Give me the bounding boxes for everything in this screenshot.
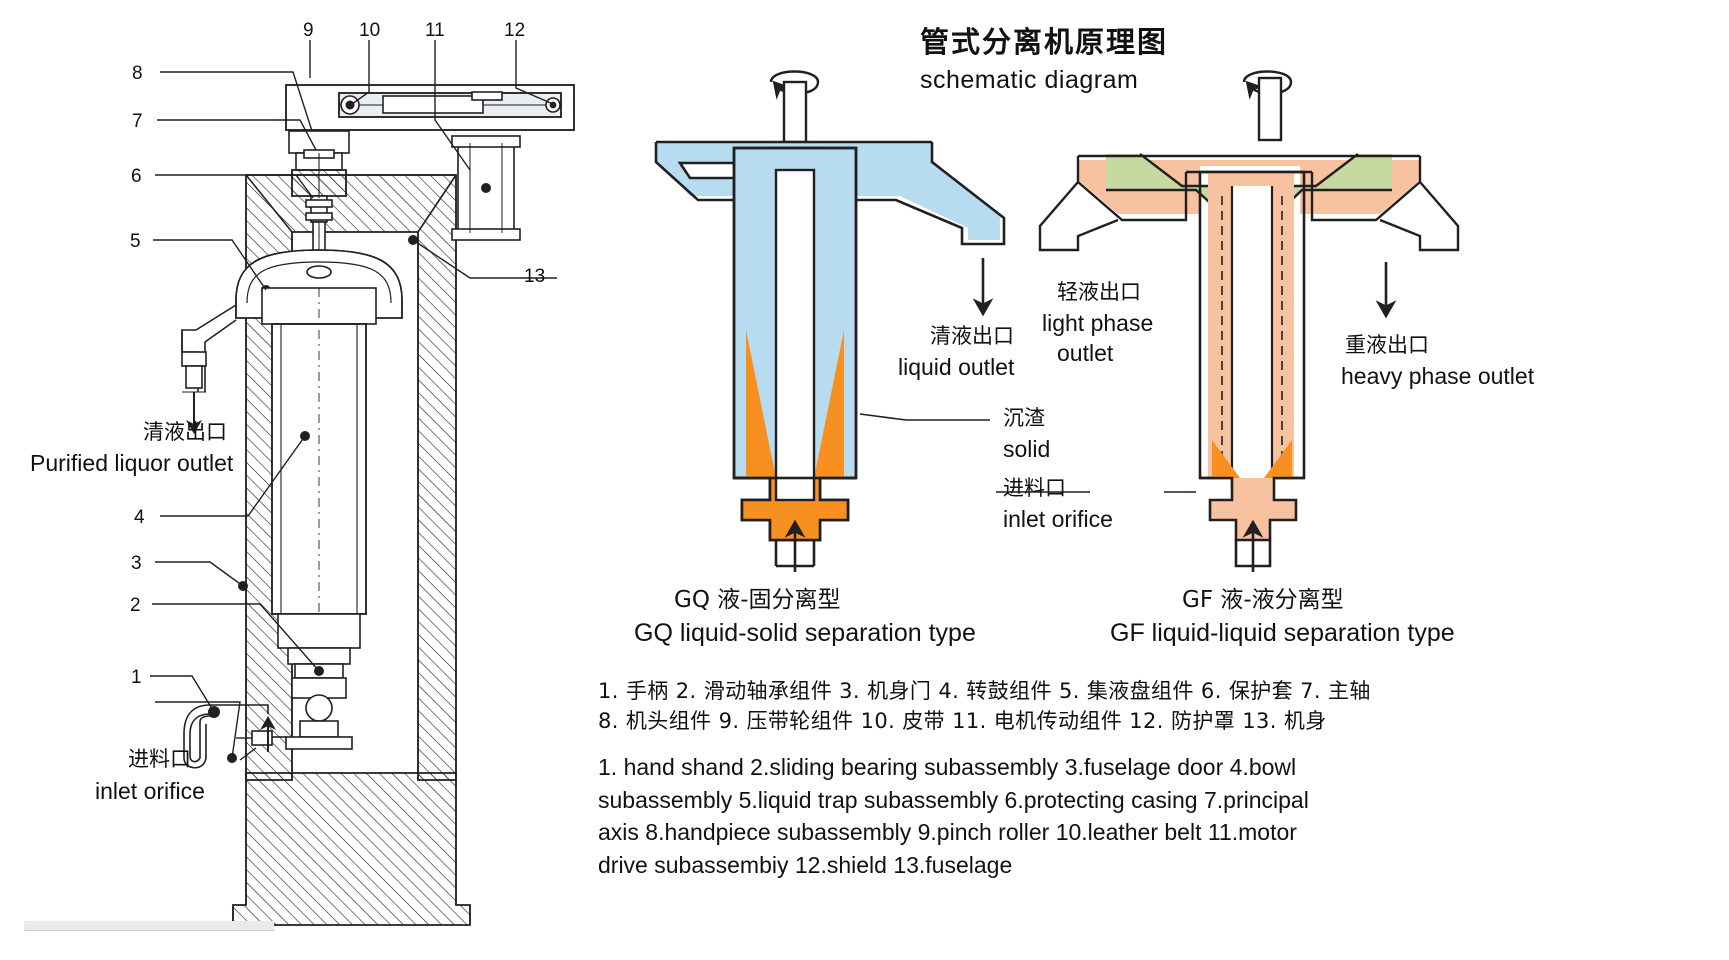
solid-label-zh: 沉渣	[1003, 406, 1045, 430]
legend-en-line-1: 1. hand shand 2.sliding bearing subassem…	[598, 753, 1297, 780]
callout-number-4: 4	[134, 507, 145, 528]
gf-light-phase-label-zh: 轻液出口	[1057, 280, 1141, 304]
callout-number-5: 5	[130, 231, 141, 252]
callout-number-3: 3	[131, 553, 142, 574]
gf-caption-zh: GF 液-液分离型	[1182, 587, 1344, 613]
gf-schematic	[1038, 70, 1460, 572]
parts-legend: 1. 手柄 2. 滑动轴承组件 3. 机身门 4. 转鼓组件 5. 集液盘组件 …	[598, 676, 1698, 882]
left-purified-outlet-label-en: Purified liquor outlet	[30, 450, 234, 476]
left-inlet-orifice-label-zh: 进料口	[128, 747, 191, 771]
page-title-zh: 管式分离机原理图	[920, 25, 1169, 59]
gq-schematic	[654, 70, 1090, 572]
callout-number-10: 10	[359, 20, 381, 41]
gf-light-phase-label-en-line2: outlet	[1057, 340, 1114, 366]
callout-number-9: 9	[303, 20, 314, 41]
gq-liquid-outlet-label-en: liquid outlet	[898, 354, 1015, 380]
bottom-left-decorative-bar	[24, 921, 274, 931]
callout-number-1: 1	[131, 667, 142, 688]
solid-label-en: solid	[1003, 436, 1051, 462]
legend-en-line-4: drive subassembiy 12.shield 13.fuselage	[598, 851, 1013, 878]
left-purified-outlet-label-zh: 清液出口	[143, 420, 227, 444]
callout-number-7: 7	[132, 111, 143, 132]
callout-number-11: 11	[425, 20, 445, 41]
callout-number-6: 6	[131, 166, 142, 187]
gf-heavy-phase-label-zh: 重液出口	[1345, 333, 1429, 357]
gf-heavy-phase-label-en: heavy phase outlet	[1341, 363, 1535, 389]
legend-en-line-2: subassembly 5.liquid trap subassembly 6.…	[598, 786, 1309, 813]
left-flow-arrows	[186, 392, 276, 752]
callout-number-2: 2	[130, 595, 141, 616]
gf-caption-en: GF liquid-liquid separation type	[1110, 619, 1455, 647]
gq-caption-en: GQ liquid-solid separation type	[634, 619, 976, 647]
page-title-en: schematic diagram	[920, 66, 1139, 94]
gf-light-phase-label-en-line1: light phase	[1042, 310, 1154, 336]
gq-caption-zh: GQ 液-固分离型	[674, 587, 841, 613]
legend-en-line-3: axis 8.handpiece subassembly 9.pinch rol…	[598, 819, 1297, 846]
legend-zh-line-2: 8. 机头组件 9. 压带轮组件 10. 皮带 11. 电机传动组件 12. 防…	[598, 709, 1327, 734]
legend-zh-line-1: 1. 手柄 2. 滑动轴承组件 3. 机身门 4. 转鼓组件 5. 集液盘组件 …	[598, 679, 1371, 703]
legend-spacer	[598, 737, 1698, 751]
left-inlet-orifice-label-en: inlet orifice	[95, 778, 205, 804]
inlet-orifice-label-zh: 进料口	[1003, 476, 1066, 500]
left-callout-leaders	[150, 40, 557, 759]
callout-number-8: 8	[132, 63, 143, 84]
gq-liquid-outlet-label-zh: 清液出口	[930, 324, 1014, 348]
inlet-orifice-label-en: inlet orifice	[1003, 506, 1113, 532]
left-machine-section	[181, 84, 575, 926]
callout-number-12: 12	[504, 20, 526, 41]
callout-number-13: 13	[524, 266, 546, 287]
